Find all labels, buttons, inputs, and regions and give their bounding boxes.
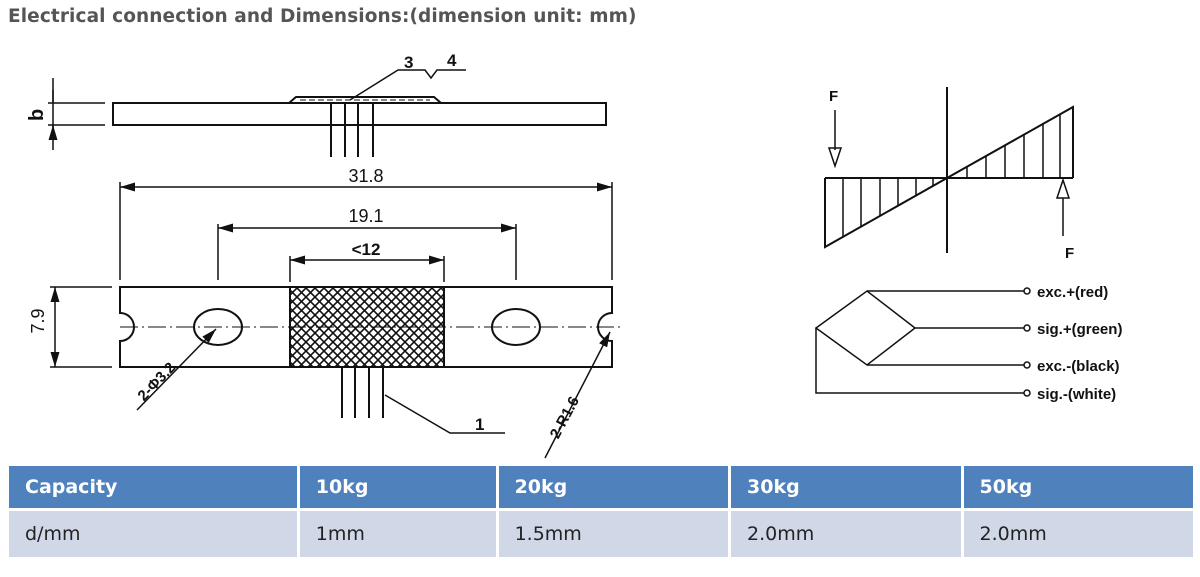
table-cell: 2.0mm xyxy=(731,511,961,557)
callout-4: 4 xyxy=(447,51,457,70)
radius-note: 2-R1.6 xyxy=(547,394,583,442)
dim-width-label: 7.9 xyxy=(28,308,48,333)
page-title: Electrical connection and Dimensions:(di… xyxy=(8,6,637,27)
table-row: d/mm 1mm 1.5mm 2.0mm 2.0mm xyxy=(9,511,1193,557)
dim-hole-spacing-label: 19.1 xyxy=(348,206,383,226)
dimension-drawing: b 3 4 31.8 19.1 <12 7.9 2-Φ3.2 2-R1.6 1 … xyxy=(26,51,1122,459)
table-header-cell: 10kg xyxy=(299,466,496,508)
force-label-top: F xyxy=(829,88,838,105)
wire-label-exc-minus: exc.-(black) xyxy=(1037,358,1120,375)
table-cell: 1mm xyxy=(299,511,496,557)
dim-b-label: b xyxy=(26,109,48,121)
table-cell: 2.0mm xyxy=(963,511,1193,557)
dim-length-label: 31.8 xyxy=(348,166,383,186)
table-header-cell: 20kg xyxy=(498,466,729,508)
dimension-lines xyxy=(50,182,613,368)
front-view xyxy=(119,286,620,459)
bridge-circuit xyxy=(814,287,1031,397)
wire-label-sig-minus: sig.-(white) xyxy=(1037,386,1116,403)
wire-label-exc-plus: exc.+(red) xyxy=(1037,284,1108,301)
moment-diagram xyxy=(824,87,1074,253)
wire-label-sig-plus: sig.+(green) xyxy=(1037,321,1122,338)
table-cell: d/mm xyxy=(9,511,297,557)
callout-3: 3 xyxy=(404,53,413,72)
table-header-row: Capacity 10kg 20kg 30kg 50kg xyxy=(9,466,1193,508)
table-cell: 1.5mm xyxy=(498,511,729,557)
callout-1: 1 xyxy=(475,415,484,434)
table-header-cell: 30kg xyxy=(731,466,961,508)
capacity-table: Capacity 10kg 20kg 30kg 50kg d/mm 1mm 1.… xyxy=(6,463,1196,560)
dim-gauge-label: <12 xyxy=(352,240,381,259)
force-label-bottom: F xyxy=(1065,245,1074,262)
table-header-cell: 50kg xyxy=(963,466,1193,508)
table-header-cell: Capacity xyxy=(9,466,297,508)
side-view xyxy=(48,69,607,157)
